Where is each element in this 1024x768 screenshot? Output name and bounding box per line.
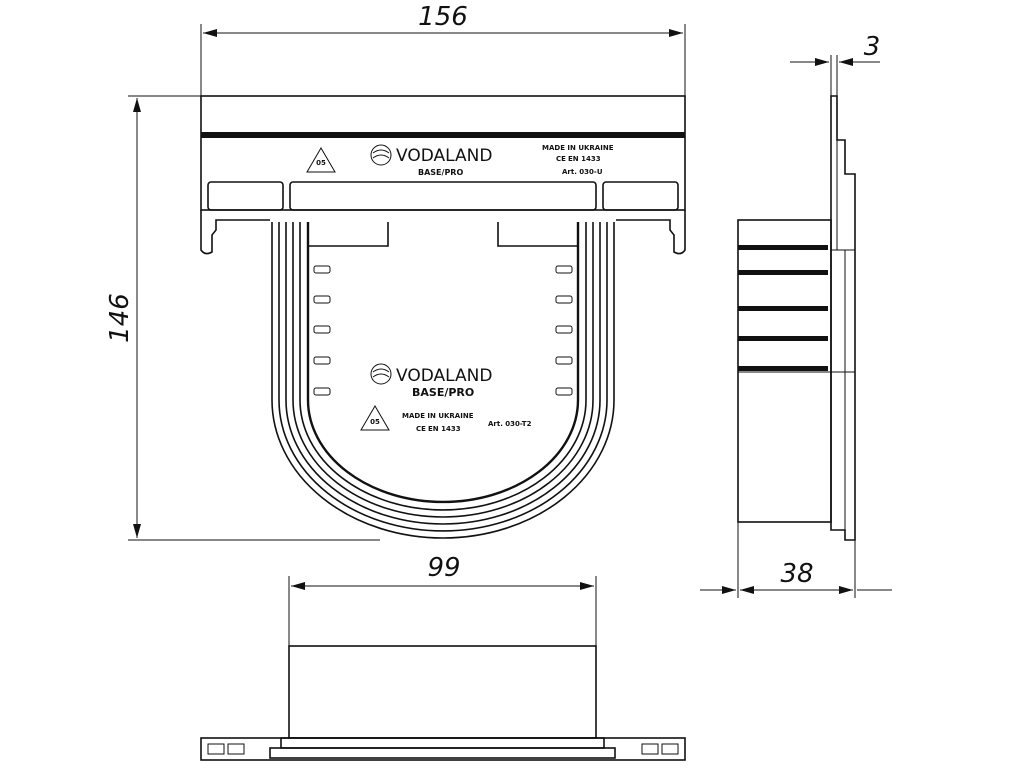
side-view	[737, 95, 856, 541]
recycle-icon: 05	[306, 147, 336, 173]
dimension-width-bottom: 99	[288, 553, 597, 646]
front-view: 05 VODALAND BASE/PRO MADE IN UKRAINE CE …	[200, 95, 686, 539]
model-label-body: BASE/PRO	[412, 386, 474, 399]
dimension-width-bottom-label: 99	[427, 553, 460, 583]
brand-label-body: VODALAND	[396, 366, 492, 386]
standard-label-body: EN 1433	[428, 425, 461, 433]
dimension-thickness-right: 3	[790, 32, 880, 96]
art-label-top: Art. 030-U	[562, 168, 603, 176]
model-label-top: BASE/PRO	[418, 168, 463, 177]
made-in-label-top: MADE IN UKRAINE	[542, 144, 614, 152]
dimension-height-left: 146	[105, 95, 380, 541]
svg-text:05: 05	[316, 159, 326, 167]
dimension-thickness-right-label: 3	[864, 32, 881, 62]
dimension-height-left-label: 146	[105, 293, 135, 343]
ce-mark-top: CE	[556, 155, 566, 163]
dimension-depth-right-label: 38	[780, 559, 813, 589]
vodaland-logo-icon	[370, 144, 392, 166]
dimension-depth-right: 38	[700, 522, 892, 598]
vodaland-logo-body-icon	[370, 363, 392, 385]
standard-label-top: EN 1433	[568, 155, 601, 163]
brand-label-top: VODALAND	[396, 146, 492, 166]
ce-mark-body: CE	[416, 425, 426, 433]
made-in-label-body: MADE IN UKRAINE	[402, 412, 474, 420]
recycle-icon-body: 05	[360, 405, 390, 431]
svg-text:05: 05	[370, 418, 380, 426]
dimension-width-top-label: 156	[418, 2, 468, 32]
dimension-width-top: 156	[200, 2, 686, 96]
art-label-body: Art. 030-T2	[488, 420, 532, 428]
top-view	[200, 645, 686, 761]
